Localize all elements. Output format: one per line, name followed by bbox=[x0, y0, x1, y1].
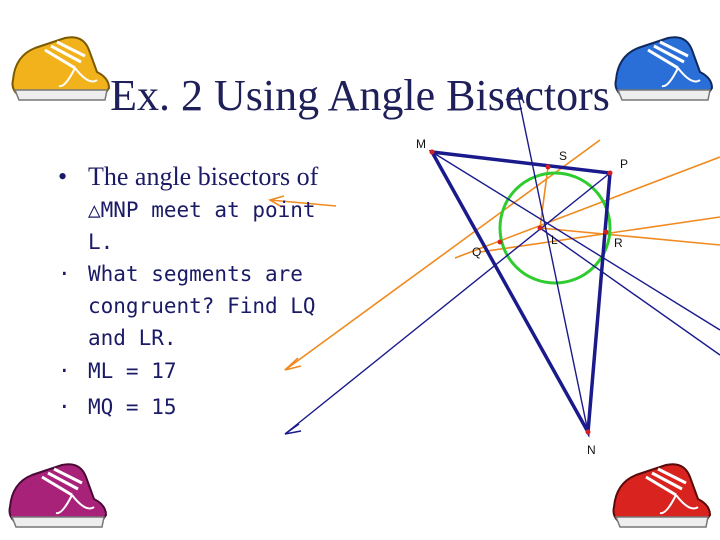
label-s: S bbox=[559, 149, 567, 163]
incircle bbox=[498, 171, 612, 285]
bullet-item: · MQ = 15 bbox=[58, 388, 358, 426]
orange-arrow-line bbox=[284, 139, 601, 371]
bullet-dot: · bbox=[58, 262, 71, 286]
point-p bbox=[607, 170, 613, 176]
label-r: R bbox=[614, 236, 623, 250]
shoe-purple-icon bbox=[8, 463, 108, 528]
bisector-from-n bbox=[517, 94, 589, 433]
bullet-item-continued: △MNP meet at point L. bbox=[58, 194, 358, 258]
blue-arrowhead bbox=[284, 423, 302, 435]
blue-bisector-lines bbox=[284, 86, 720, 435]
bullet-text: The angle bisectors of bbox=[88, 162, 319, 191]
bullet-text: MQ = 15 bbox=[88, 395, 177, 419]
label-m: M bbox=[416, 137, 426, 151]
triangle-mnp bbox=[428, 149, 612, 438]
shoe-blue-icon bbox=[614, 36, 714, 101]
bullet-text: ML = 17 bbox=[88, 359, 177, 383]
orange-line-q-upper bbox=[454, 156, 720, 259]
vertex-points bbox=[429, 149, 613, 435]
point-r bbox=[603, 229, 609, 235]
shoe-yellow-icon bbox=[11, 36, 111, 101]
bullet-text: What segments are bbox=[88, 262, 303, 286]
point-m bbox=[429, 149, 435, 155]
point-q bbox=[497, 239, 503, 245]
bullet-list: • The angle bisectors of △MNP meet at po… bbox=[58, 160, 358, 426]
bullet-item: • The angle bisectors of bbox=[58, 160, 358, 194]
bisector-from-p bbox=[284, 172, 611, 435]
label-p: P bbox=[620, 157, 628, 171]
blue-arrowhead-top bbox=[505, 86, 525, 104]
bullet-text: △MNP meet at point bbox=[88, 198, 316, 222]
bullet-item: · ML = 17 bbox=[58, 354, 358, 388]
bisector-from-m bbox=[431, 151, 720, 331]
orange-line-lr bbox=[539, 227, 720, 246]
label-q: Q bbox=[472, 245, 481, 259]
point-l bbox=[537, 225, 543, 231]
bullet-text: and LR. bbox=[88, 326, 177, 350]
bullet-dot: • bbox=[58, 162, 68, 191]
bisector-extension bbox=[539, 227, 720, 356]
point-n bbox=[585, 429, 591, 435]
orange-bisector-lines bbox=[267, 139, 720, 371]
bullet-dot: · bbox=[58, 395, 71, 419]
bullet-text: L. bbox=[88, 230, 114, 254]
orange-arrowhead bbox=[284, 357, 302, 371]
slide-title: Ex. 2 Using Angle Bisectors bbox=[110, 71, 610, 120]
bullet-text: congruent? Find LQ bbox=[88, 294, 316, 318]
label-n: N bbox=[587, 443, 596, 457]
shoe-red-icon bbox=[612, 463, 712, 528]
bullet-item: · What segments are congruent? Find LQ a… bbox=[58, 258, 358, 354]
label-l: L bbox=[551, 233, 558, 247]
orange-arrow-top-line bbox=[269, 199, 337, 207]
orange-line-ls bbox=[539, 166, 549, 229]
point-s bbox=[545, 164, 551, 170]
bullet-dot: · bbox=[58, 359, 71, 383]
